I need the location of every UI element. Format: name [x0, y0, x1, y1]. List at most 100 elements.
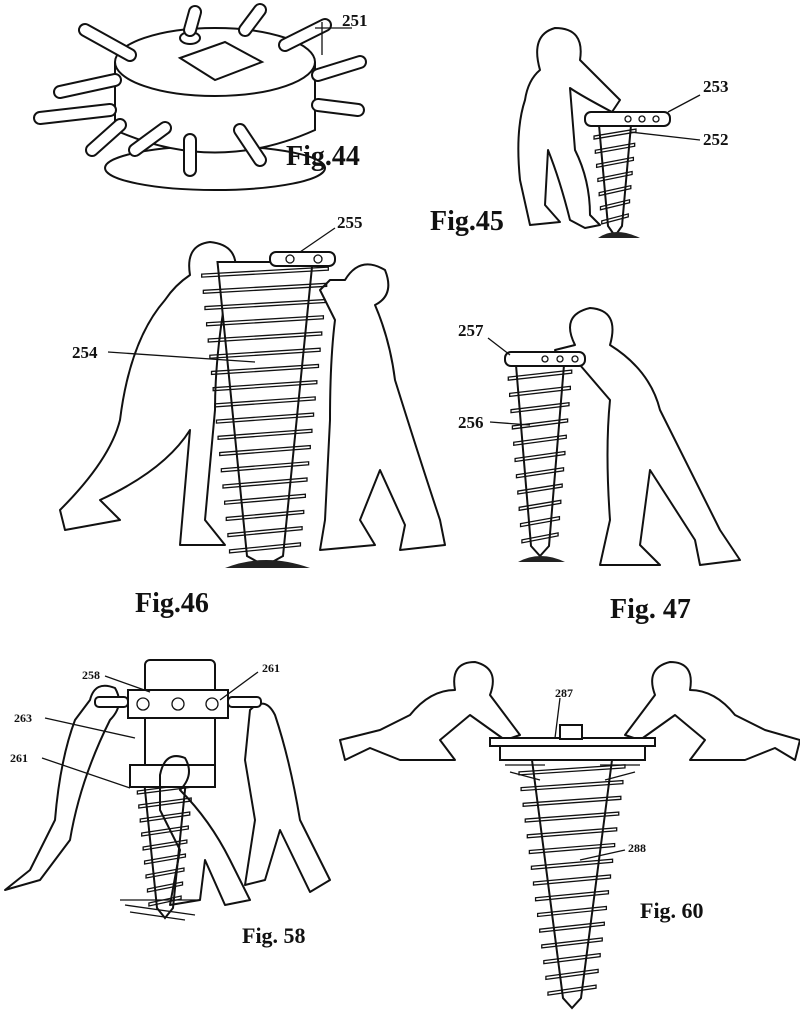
screw-thread	[524, 811, 620, 823]
spike-fill	[35, 105, 115, 123]
ref-263: 263	[14, 711, 32, 725]
screw-thread	[220, 461, 310, 473]
screw-thread	[601, 213, 629, 225]
leader-257	[487, 337, 511, 356]
screw-anchor	[593, 124, 637, 238]
spike-fill	[313, 100, 363, 115]
person-figure	[554, 307, 741, 566]
screw-thread	[515, 467, 565, 479]
screw-thread	[536, 905, 608, 918]
fig47-caption: Fig. 47	[610, 594, 691, 625]
screw-thread	[539, 921, 605, 933]
fig60-four-person-platform: 287 288 Fig. 60	[339, 661, 800, 1010]
screw-thread	[141, 825, 189, 837]
platform-hub	[559, 724, 583, 740]
screw-thread	[201, 266, 329, 278]
handle-bar	[269, 251, 336, 267]
handle-bar	[584, 111, 671, 127]
screw-thread	[223, 493, 307, 505]
person-left	[4, 684, 120, 891]
person-figure	[517, 27, 621, 229]
spike-fill	[235, 125, 265, 165]
screw-thread	[594, 142, 636, 154]
ref-256: 256	[458, 413, 484, 432]
screw-thread	[514, 450, 566, 463]
screw-thread	[513, 434, 567, 446]
screw-thread	[508, 385, 572, 398]
drum-spikes	[33, 3, 367, 177]
fig45-caption: Fig.45	[430, 206, 504, 237]
screw-thread	[598, 184, 632, 197]
handle-bar	[504, 351, 586, 367]
ground	[518, 556, 565, 562]
screw-thread	[228, 542, 302, 554]
clamp-bar	[127, 689, 229, 719]
screw-thread	[222, 477, 308, 489]
person-right	[319, 263, 446, 551]
screw-thread	[202, 282, 328, 295]
fig60-caption: Fig. 60	[640, 898, 704, 923]
ref-287: 287	[555, 686, 573, 700]
spike-fill	[130, 123, 170, 155]
drum-square-plate	[177, 40, 265, 82]
person-left	[59, 241, 276, 546]
leader-261b	[41, 757, 131, 789]
screw-thread	[547, 984, 597, 996]
leader-255	[299, 227, 336, 253]
handle-right	[227, 696, 262, 708]
screw-thread	[534, 890, 610, 902]
screw-thread	[215, 412, 315, 424]
spike-fill	[80, 25, 135, 60]
ref-252: 252	[703, 130, 729, 149]
leader-261a	[219, 671, 259, 701]
screw-thread	[204, 298, 326, 311]
leader-287	[554, 697, 561, 739]
screw-thread	[517, 483, 563, 495]
screw-thread	[142, 839, 188, 851]
screw-thread	[139, 811, 191, 823]
platform-base	[499, 745, 646, 761]
spike-fill	[313, 57, 365, 80]
screw-thread	[545, 968, 599, 981]
screw-anchor	[136, 779, 194, 920]
frame-plate	[144, 659, 216, 781]
screw-thread	[511, 418, 569, 430]
screw-thread	[521, 532, 559, 544]
person-left	[339, 661, 521, 761]
ground-hatch	[120, 899, 200, 921]
person-center	[159, 755, 251, 906]
ref-254: 254	[72, 343, 98, 362]
screw-thread	[507, 369, 573, 381]
spike-fill	[87, 120, 125, 155]
screw-thread	[597, 170, 633, 183]
ground	[225, 560, 310, 568]
leader-258	[104, 675, 151, 693]
screw-thread	[532, 874, 612, 886]
ref-251: 251	[342, 11, 368, 30]
screw-thread	[214, 396, 316, 408]
screw-thread	[541, 937, 603, 949]
screw-thread	[209, 347, 321, 359]
screw-thread	[599, 198, 631, 211]
screw-thread	[543, 952, 601, 965]
ref-288: 288	[628, 841, 646, 855]
fig45-single-person-screw: 253 252 Fig.45	[430, 27, 729, 238]
fig46-two-person-screw: 255 254 Fig.46	[59, 213, 446, 619]
screw-thread	[143, 853, 187, 865]
leader-253	[667, 94, 701, 113]
ref-255: 255	[337, 213, 363, 232]
ref-258: 258	[82, 668, 100, 682]
screw-thread	[210, 363, 320, 376]
fig47-single-person-screw: 257 256 Fig. 47	[458, 307, 741, 625]
screw-thread	[520, 779, 624, 792]
leader-256	[489, 421, 531, 426]
ground-hatch	[505, 764, 640, 781]
person-right	[624, 661, 800, 761]
screw-anchor	[507, 364, 573, 558]
fig46-caption: Fig.46	[135, 588, 209, 619]
screw-anchor-large	[518, 759, 626, 1010]
fig44-caption: Fig.44	[286, 141, 360, 172]
ref-253: 253	[703, 77, 729, 96]
person-right	[244, 702, 331, 893]
